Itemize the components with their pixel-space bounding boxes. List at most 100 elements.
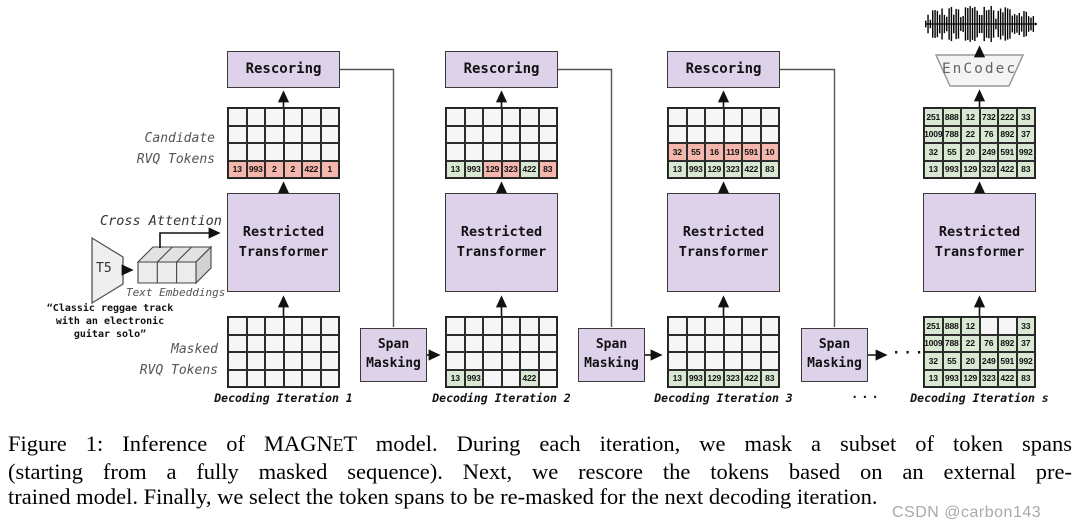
text-embeddings-label: Text Embeddings <box>126 286 226 299</box>
rvq-token-cell: 422 <box>302 160 321 178</box>
rvq-token-cell: 33 <box>1016 108 1035 126</box>
rvq-token-cell <box>742 108 761 126</box>
rvq-token-cell <box>283 108 302 126</box>
rvq-token-cell: 591 <box>742 143 761 161</box>
restricted-transformer-box-iteration-1-label: Restricted <box>242 223 325 240</box>
rvq-token-cell: 993 <box>246 160 265 178</box>
csdn-watermark: CSDN @carbon143 <box>892 504 1042 521</box>
rvq-token-cell <box>538 125 557 143</box>
rvq-token-cell <box>246 143 265 161</box>
candidate-rvq-tokens-label-line1: Candidate <box>144 131 215 146</box>
rvq-token-cell: 55 <box>942 143 961 161</box>
rvq-token-cell <box>742 317 761 335</box>
rvq-token-cell <box>723 317 742 335</box>
rvq-token-cell <box>265 125 284 143</box>
rvq-token-cell: 32 <box>924 352 943 370</box>
rvq-token-cell: 2 <box>265 160 284 178</box>
rvq-token-cell: 13 <box>668 369 687 387</box>
rvq-token-cell: 37 <box>1016 125 1035 143</box>
rvq-token-cell: 37 <box>1016 334 1035 352</box>
rvq-token-cell <box>483 334 502 352</box>
rvq-token-cell: 222 <box>998 108 1017 126</box>
rvq-token-cell <box>483 125 502 143</box>
rvq-token-cell: 129 <box>961 160 980 178</box>
span-masking-box-2-label: Span <box>595 337 628 353</box>
rvq-token-cell: 20 <box>961 143 980 161</box>
decoding-iteration-label-2: Decoding Iteration 2 <box>432 391 571 405</box>
rvq-token-cell <box>283 352 302 370</box>
rvq-token-cell <box>302 334 321 352</box>
rvq-token-cell: 422 <box>520 369 539 387</box>
rvq-token-cell: 422 <box>998 369 1017 387</box>
rvq-token-cell <box>302 369 321 387</box>
span-masking-box-3-label: Masking <box>807 356 862 371</box>
rvq-token-cell <box>501 369 520 387</box>
rvq-token-cell: 249 <box>979 352 998 370</box>
rvq-token-cell: 1009 <box>924 125 943 143</box>
rvq-token-cell <box>283 125 302 143</box>
rvq-token-cell: 732 <box>979 108 998 126</box>
rvq-token-cell: 83 <box>1016 369 1035 387</box>
text-prompt-line2: with an electronic <box>55 316 165 327</box>
rvq-token-cell <box>686 125 705 143</box>
rvq-token-cell <box>302 352 321 370</box>
rvq-token-cell <box>228 317 247 335</box>
rvq-token-cell: 993 <box>942 369 961 387</box>
rvq-token-cell <box>742 334 761 352</box>
cross-attention-label: Cross Attention <box>100 213 222 229</box>
rvq-token-cell: 22 <box>961 125 980 143</box>
rvq-token-cell <box>760 352 779 370</box>
rvq-token-cell: 83 <box>1016 160 1035 178</box>
rvq-token-cell <box>760 108 779 126</box>
rvq-token-cell <box>464 125 483 143</box>
rvq-token-cell: 251 <box>924 108 943 126</box>
rvq-token-cell: 323 <box>979 160 998 178</box>
rvq-token-cell <box>320 108 339 126</box>
rvq-token-cell <box>464 108 483 126</box>
rvq-token-cell <box>246 334 265 352</box>
rvq-token-cell <box>302 125 321 143</box>
rvq-token-cell <box>760 334 779 352</box>
rvq-token-cell <box>501 108 520 126</box>
rvq-token-cell <box>446 334 465 352</box>
rvq-token-cell <box>246 317 265 335</box>
rvq-token-cell <box>464 334 483 352</box>
restricted-transformer-box-iteration-4-label: Transformer <box>934 243 1025 260</box>
decoding-iteration-label-4: Decoding Iteration s <box>910 391 1049 405</box>
text-prompt-line1: “Classic reggae track <box>46 303 174 314</box>
rvq-token-cell: 83 <box>760 369 779 387</box>
rvq-token-cell <box>483 108 502 126</box>
rvq-token-cell: 13 <box>924 160 943 178</box>
rvq-token-cell: 129 <box>483 160 502 178</box>
rvq-token-cell <box>686 352 705 370</box>
rvq-token-cell <box>228 352 247 370</box>
rvq-token-cell: 32 <box>668 143 687 161</box>
rvq-token-cell: 422 <box>742 369 761 387</box>
rvq-token-cell <box>246 125 265 143</box>
rvq-token-cell: 323 <box>501 160 520 178</box>
rvq-token-cell: 12 <box>961 317 980 335</box>
rvq-token-cell <box>302 317 321 335</box>
rvq-token-cell: 892 <box>998 334 1017 352</box>
rvq-token-cell <box>320 334 339 352</box>
rvq-token-cell <box>446 352 465 370</box>
rescoring-box-iteration-2: Rescoring <box>445 51 558 88</box>
rvq-token-cell: 591 <box>998 352 1017 370</box>
rvq-token-cell: 1 <box>320 160 339 178</box>
candidate-rvq-tokens-label-line2: RVQ Tokens <box>136 152 215 167</box>
rvq-token-cell <box>265 317 284 335</box>
rvq-token-cell <box>501 334 520 352</box>
rescoring-box-iteration-1-label: Rescoring <box>245 61 322 78</box>
rvq-token-cell <box>483 352 502 370</box>
rvq-token-cell <box>979 317 998 335</box>
rvq-token-cell: 992 <box>1016 352 1035 370</box>
restricted-transformer-box-iteration-3-label: Transformer <box>678 243 769 260</box>
ellipsis-bottom: ··· <box>851 390 882 404</box>
rvq-token-cell <box>520 108 539 126</box>
span-masking-box-2-label: Masking <box>584 356 639 371</box>
caption-line1-pre: Figure 1: Inference of MAGN <box>8 431 333 456</box>
rvq-token-cell: 20 <box>961 352 980 370</box>
rvq-token-cell: 323 <box>979 369 998 387</box>
